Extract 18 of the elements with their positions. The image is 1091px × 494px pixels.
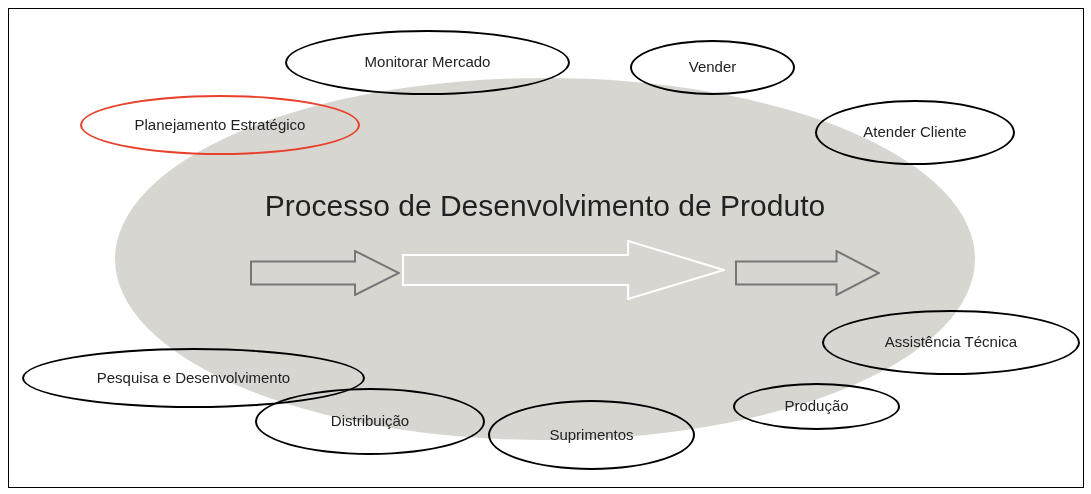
activity-label: Monitorar Mercado bbox=[364, 52, 491, 73]
activity-ellipse bbox=[488, 400, 695, 470]
activity-ellipse bbox=[22, 348, 365, 408]
activity-label: Assistência Técnica bbox=[884, 332, 1018, 353]
activity-label: Atender Cliente bbox=[863, 122, 967, 143]
activity-label: Vender bbox=[688, 57, 737, 78]
activity-ellipse bbox=[822, 310, 1080, 375]
activity-label: Pesquisa e Desenvolvimento bbox=[96, 367, 291, 388]
activity-label: Distribuição bbox=[330, 411, 410, 432]
activity-label: Suprimentos bbox=[549, 424, 634, 445]
activity-ellipse bbox=[815, 100, 1015, 165]
activity-ellipse bbox=[255, 388, 485, 455]
activity-ellipse bbox=[80, 95, 360, 155]
process-title: Processo de Desenvolvimento de Produto bbox=[263, 188, 827, 224]
activity-label: Produção bbox=[784, 396, 849, 417]
activity-ellipse bbox=[285, 30, 570, 95]
activity-ellipse bbox=[630, 40, 795, 95]
activity-label: Planejamento Estratégico bbox=[134, 114, 306, 135]
